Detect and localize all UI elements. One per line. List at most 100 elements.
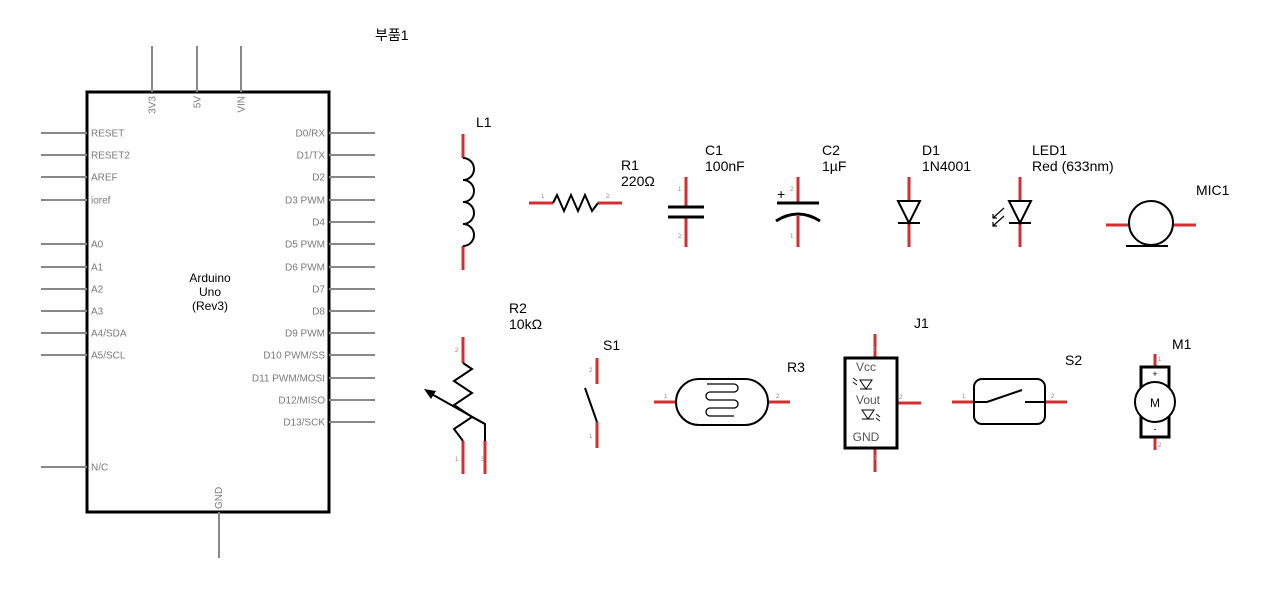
R2-arrow-line bbox=[427, 391, 486, 425]
R2-ref: R2 bbox=[509, 300, 527, 316]
sheet-label: 부품1 bbox=[375, 27, 409, 43]
capacitor-C1[interactable]: C1 100nF 1 2 bbox=[668, 142, 745, 247]
S1-pin-top: 2 bbox=[589, 368, 593, 374]
arduino-pin-a1[interactable]: A1 bbox=[41, 263, 104, 274]
L1-ref: L1 bbox=[476, 114, 492, 130]
pin-label: D4 bbox=[312, 218, 325, 229]
R1-pin1: 1 bbox=[541, 194, 545, 200]
arduino-pin-d9-pwm[interactable]: D9 PWM bbox=[285, 329, 375, 340]
LED1-ref: LED1 bbox=[1032, 142, 1067, 158]
arduino-pin-a2[interactable]: A2 bbox=[41, 285, 104, 296]
arduino-pin-reset[interactable]: RESET bbox=[41, 129, 124, 140]
arduino-pin-d10-pwm-ss[interactable]: D10 PWM/SS bbox=[263, 351, 375, 362]
sensor-module-J1[interactable]: J1 Vcc Vout GND 1 2 3 bbox=[843, 315, 929, 472]
arduino-name-line-2: Uno bbox=[199, 285, 221, 299]
C1-pin2: 2 bbox=[678, 234, 682, 240]
photoresistor-R3[interactable]: R3 1 2 bbox=[654, 359, 805, 426]
arduino-pin-d3-pwm[interactable]: D3 PWM bbox=[285, 196, 375, 207]
pin-label: D13/SCK bbox=[283, 418, 325, 429]
arduino-pin-d5-pwm[interactable]: D5 PWM bbox=[285, 240, 375, 251]
R2-pin-bl: 1 bbox=[455, 457, 459, 463]
arduino-pin-3v3[interactable]: 3V3 bbox=[148, 46, 159, 114]
motor-M1[interactable]: M1 M + - 1 2 bbox=[1134, 336, 1192, 450]
pin-label: D7 bbox=[312, 285, 325, 296]
C2-ref: C2 bbox=[822, 142, 840, 158]
pin-label: ioref bbox=[91, 196, 111, 207]
M1-pin-top: 1 bbox=[1158, 357, 1162, 363]
arduino-pin-d7[interactable]: D7 bbox=[312, 285, 375, 296]
arduino-pin-d2[interactable]: D2 bbox=[312, 173, 375, 184]
C1-ref: C1 bbox=[705, 142, 723, 158]
pin-label: D11 PWM/MOSI bbox=[252, 374, 325, 385]
arduino-pin-d1-tx[interactable]: D1/TX bbox=[297, 151, 375, 162]
pin-label: AREF bbox=[91, 173, 118, 184]
pin-label: 5V bbox=[193, 96, 204, 109]
potentiometer-R2[interactable]: R2 10kΩ 2 1 3 bbox=[424, 300, 542, 474]
pin-label: RESET2 bbox=[91, 151, 130, 162]
L1-coil bbox=[462, 157, 475, 247]
pin-label: A0 bbox=[91, 240, 104, 251]
R2-value: 10kΩ bbox=[509, 316, 542, 332]
arduino-pin-gnd[interactable]: GND bbox=[214, 487, 225, 558]
arduino-pin-d4[interactable]: D4 bbox=[312, 218, 375, 229]
arduino-pin-d0-rx[interactable]: D0/RX bbox=[296, 129, 375, 140]
MIC1-circle bbox=[1128, 200, 1174, 246]
pin-label: A4/SDA bbox=[91, 329, 127, 340]
arduino-pin-reset2[interactable]: RESET2 bbox=[41, 151, 130, 162]
arduino-pin-5v[interactable]: 5V bbox=[193, 46, 204, 108]
S1-lever bbox=[584, 387, 598, 423]
arduino-pin-d8[interactable]: D8 bbox=[312, 307, 375, 318]
C2-plus: + bbox=[777, 186, 785, 202]
inductor-L1[interactable]: L1 bbox=[461, 114, 492, 270]
arduino-pin-d11-pwm-mosi[interactable]: D11 PWM/MOSI bbox=[252, 374, 375, 385]
pin-label: D8 bbox=[312, 307, 325, 318]
M1-ref: M1 bbox=[1172, 336, 1192, 352]
arduino-pin-a4-sda[interactable]: A4/SDA bbox=[41, 329, 127, 340]
pin-label: N/C bbox=[91, 463, 108, 474]
microphone-MIC1[interactable]: MIC1 bbox=[1106, 182, 1230, 247]
arduino-pin-d13-sck[interactable]: D13/SCK bbox=[283, 418, 375, 429]
arduino-pin-a0[interactable]: A0 bbox=[41, 240, 104, 251]
pin-label: D1/TX bbox=[297, 151, 326, 162]
light-arrows-icon bbox=[992, 207, 1005, 227]
J1-pin-right: 2 bbox=[899, 395, 903, 401]
arduino-pin-a5-scl[interactable]: A5/SCL bbox=[41, 351, 126, 362]
pin-label-gnd: GND bbox=[214, 487, 225, 509]
R1-value: 220Ω bbox=[621, 173, 655, 189]
J1-vcc: Vcc bbox=[856, 360, 876, 374]
capacitor-C2[interactable]: C2 1µF + 2 1 bbox=[775, 142, 846, 247]
pin-label: A2 bbox=[91, 285, 104, 296]
arduino-pin-a3[interactable]: A3 bbox=[41, 307, 104, 318]
R2-zigzag bbox=[452, 362, 474, 442]
resistor-R1[interactable]: R1 220Ω 1 2 bbox=[529, 157, 655, 214]
J1-pin-top: 1 bbox=[873, 347, 877, 353]
R1-zigzag bbox=[552, 192, 599, 214]
led-LED1[interactable]: LED1 Red (633nm) bbox=[992, 142, 1114, 247]
switch-S2[interactable]: S2 1 2 bbox=[952, 352, 1082, 425]
R2-arrow-head bbox=[424, 389, 436, 399]
LED1-value: Red (633nm) bbox=[1032, 158, 1114, 174]
R3-pin1: 1 bbox=[664, 394, 668, 400]
diode-D1[interactable]: D1 1N4001 bbox=[896, 142, 971, 247]
arduino-pin-n-c[interactable]: N/C bbox=[41, 463, 108, 474]
arduino-pin-ioref[interactable]: ioref bbox=[41, 196, 111, 207]
R3-track bbox=[705, 383, 739, 417]
switch-S1[interactable]: S1 2 1 bbox=[584, 337, 620, 448]
M1-plus: + bbox=[1152, 369, 1157, 379]
pin-label: A1 bbox=[91, 263, 104, 274]
C1-value: 100nF bbox=[705, 158, 745, 174]
pin-label: D10 PWM/SS bbox=[263, 351, 325, 362]
arduino-pin-d6-pwm[interactable]: D6 PWM bbox=[285, 263, 375, 274]
diode-icon bbox=[861, 409, 881, 422]
pin-label: A3 bbox=[91, 307, 104, 318]
R1-ref: R1 bbox=[621, 157, 639, 173]
R3-ref: R3 bbox=[787, 359, 805, 375]
arduino-pin-d12-miso[interactable]: D12/MISO bbox=[278, 396, 375, 407]
arduino-pin-vin[interactable]: VIN bbox=[237, 46, 248, 113]
J1-vout: Vout bbox=[856, 393, 881, 407]
arduino-pin-aref[interactable]: AREF bbox=[41, 173, 118, 184]
pin-label: D6 PWM bbox=[285, 263, 325, 274]
pin-label: D0/RX bbox=[296, 129, 326, 140]
arduino-body bbox=[85, 90, 331, 514]
